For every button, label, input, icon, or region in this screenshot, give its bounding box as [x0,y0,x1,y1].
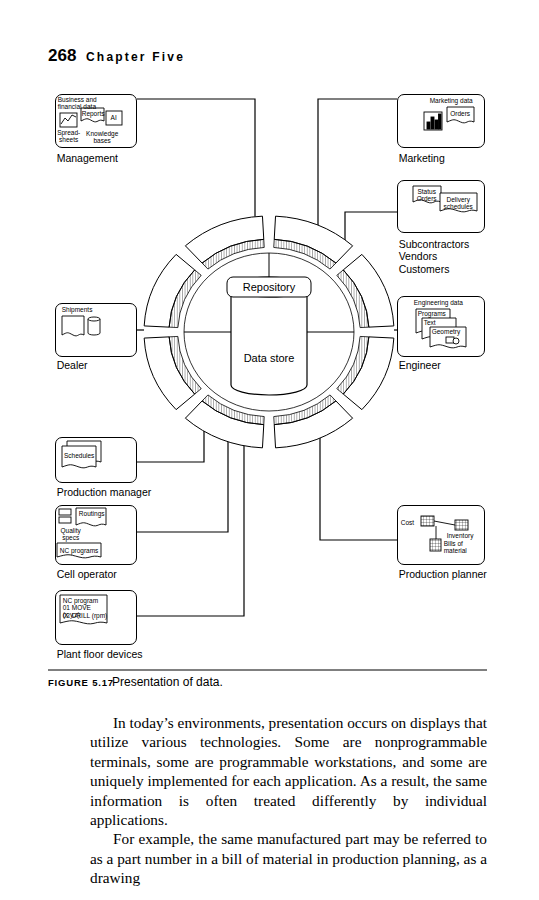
item-label: Spread- sheets [57,129,81,144]
item-label: Inventory [447,532,481,539]
user-box: Status OrdersDelivery schedulesSubcontra… [397,180,485,233]
item-label: Text [424,319,454,326]
hub-label: Repository [229,281,309,294]
icons [62,316,84,336]
item-label: Programs [418,310,448,317]
repository-hub: RepositoryData store [143,215,395,449]
chapter-heading: Chapter Five [86,50,185,64]
box-name: Production planner [399,568,487,580]
box-name: Subcontractors Vendors Customers [399,238,470,276]
connector-line [345,212,397,240]
item-label: Status Orders [414,188,440,203]
icons [453,338,459,344]
inner-ring [184,253,354,411]
box-name: Plant floor devices [57,648,143,660]
cylinder-body [231,287,307,395]
item-label: NC program [63,597,107,604]
icons [447,107,474,123]
page-number: 268 [48,46,76,66]
item-label: Reports [82,110,104,117]
box-name: Marketing [399,152,445,164]
item-label: Routings [78,510,106,517]
item-label: AI [106,114,122,121]
icons [88,317,100,321]
icons [436,526,437,539]
user-box: ShipmentsDealer [55,303,137,357]
item-label: Shipments [62,306,102,313]
icons [106,111,122,125]
item-label: Geometry [432,328,464,335]
repository-label-box [227,277,311,297]
user-box: Business and financial dataReportsAI Spre… [55,94,137,148]
connector-line [137,99,255,217]
figure-number: FIGURE 5.17 [48,677,114,688]
icons [413,186,441,203]
icons [431,117,434,129]
body-paragraph: In today’s environments, presentation oc… [90,713,487,829]
user-box: NC program01 MOVE (x,y,z)02 DRILL (rpm)P… [55,590,137,645]
hub-wire [184,332,231,333]
box-name: Cell operator [57,568,117,580]
user-box: Marketing dataOrdersMarketing [397,94,485,148]
user-box: SchedulesProduction manager [55,437,137,483]
icons [455,520,468,530]
item-label: Engineering data [414,299,474,306]
icons [434,521,455,525]
item-label: Knowledge bases [84,130,121,145]
item-label: Delivery schedules [442,196,475,211]
icons [440,193,477,212]
icons [59,517,71,523]
ring-outline [143,215,395,449]
item-label: Orders [448,110,473,117]
icons [424,112,442,130]
user-box: RoutingsQuality specsNC programsCell ope… [55,505,137,565]
icons [430,539,441,551]
connector-line [137,329,144,330]
body-paragraph: For example, the same manufactured part … [90,829,487,887]
icons [439,114,442,129]
user-box: Engineering dataProgramsTextGeometryEngi… [397,296,485,357]
hub-label: Data store [231,352,307,365]
item-label: Quality specs [58,527,84,542]
icons [421,516,434,526]
item-label: 02 DRILL (rpm) [63,612,109,619]
box-name: Management [57,152,118,164]
item-label: NC programs [60,547,100,554]
connector-line [137,431,204,462]
hub-wire [307,332,354,333]
user-box: CostInventoryBills of materialProduction… [397,505,485,565]
icons [81,108,104,122]
icons [61,115,76,124]
body-text: In today’s environments, presentation oc… [90,713,487,888]
icons [427,122,430,129]
box-name: Production manager [57,486,152,498]
hub-wire [269,253,270,277]
item-label: Bills of material [444,540,478,555]
icons [62,446,96,468]
item-label: Schedules [63,452,96,459]
icons [76,508,106,526]
connector-line [320,438,397,540]
icons [57,543,101,558]
box-name: Dealer [57,359,88,371]
connector-line [318,99,397,225]
caption-rule [48,670,487,671]
box-name: Engineer [399,359,441,371]
icons [60,113,77,127]
figure-caption: Presentation of data. [112,675,223,689]
icons [57,107,477,624]
item-label: Marketing data [430,97,482,104]
item-label: Business and financial data [58,96,106,111]
icons [430,327,466,348]
connector-line [137,446,244,616]
icons [435,120,438,129]
icons [59,509,71,515]
item-label: Cost [401,519,421,526]
